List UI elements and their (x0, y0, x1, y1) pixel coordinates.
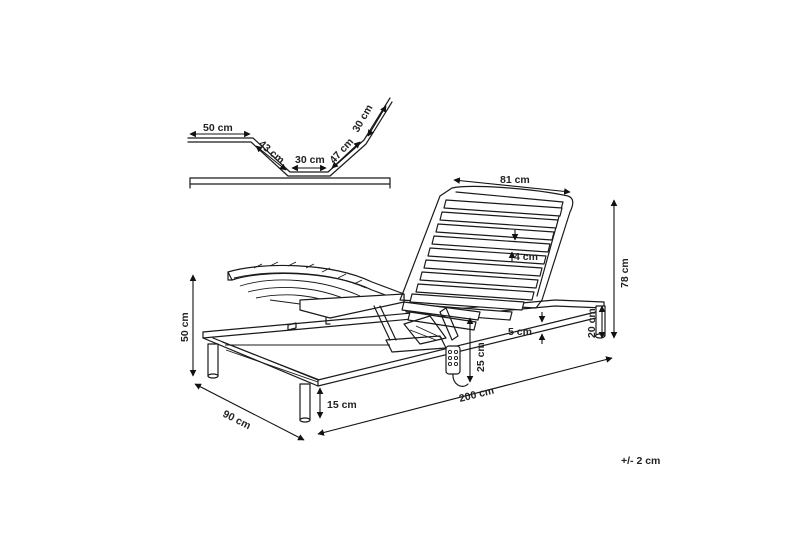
bed-frame (202, 299, 606, 423)
dim-arrow-47 (331, 141, 361, 169)
leg-section (227, 261, 405, 341)
remote-control (445, 345, 461, 375)
label-30cm-bottom: 30 cm (295, 154, 325, 166)
tolerance-note: +/- 2 cm (621, 455, 660, 467)
leg-front-left (299, 383, 311, 421)
label-50cm: 50 cm (179, 312, 191, 342)
label-78cm: 78 cm (619, 258, 631, 288)
leg-back-left (207, 343, 219, 377)
label-50cm: 50 cm (203, 122, 233, 134)
dim-arrow-200 (317, 356, 613, 436)
label-5cm: 5 cm (508, 326, 532, 338)
label-81cm: 81 cm (500, 174, 530, 186)
frame-back-rail (202, 299, 605, 333)
label-200cm: 200 cm (458, 385, 495, 405)
backrest-section (385, 185, 574, 387)
dim-arrow-43 (255, 145, 287, 171)
frame-left-rail (202, 331, 319, 387)
backrest-slats (405, 199, 563, 321)
label-15cm: 15 cm (327, 399, 357, 411)
label-20cm: 20 cm (586, 308, 598, 338)
label-25cm: 25 cm (475, 342, 487, 372)
leg-support-arm (373, 305, 397, 341)
dim-arrow-81 (453, 177, 571, 195)
remote-cable (452, 373, 469, 387)
label-43cm: 43 cm (256, 138, 287, 166)
label-4cm: 4 cm (514, 251, 538, 263)
dim-arrow-30-top (367, 105, 387, 137)
profile-sketch: 50 cm 43 cm 30 cm 47 cm 30 cm (187, 97, 393, 189)
dim-arrow-90 (194, 383, 305, 441)
